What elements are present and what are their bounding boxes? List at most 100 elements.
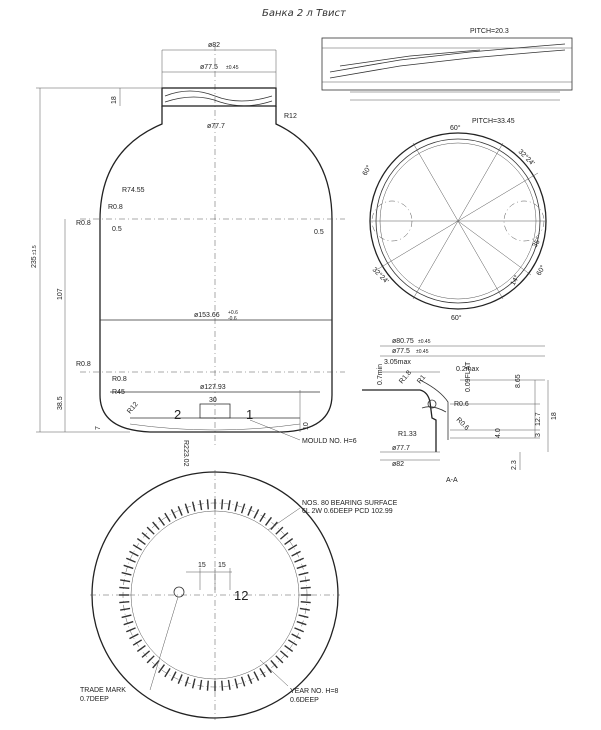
base-push-up — [129, 423, 301, 431]
year-no-note-2: 0.6DEEP — [290, 697, 319, 704]
mould-note: MOULD NO. H=6 — [302, 438, 357, 445]
dim-od77-5-tol: ±0.45 — [226, 65, 239, 71]
dim-15-b: 15 — [218, 562, 226, 569]
bearing-mark — [247, 674, 253, 684]
bearing-note-1: NOS. 80 BEARING SURFACE — [302, 500, 398, 507]
dim-7: 7 — [95, 426, 102, 430]
drawing-title: Банка 2 л Твист — [262, 8, 346, 19]
dim-body-tol-lower: -0.6 — [228, 316, 237, 322]
angle-60-top: 60° — [450, 124, 461, 132]
sec-dim-8-65: 8.65 — [515, 374, 522, 388]
thread-line-2 — [164, 96, 273, 107]
year-no-note-1: YEAR NO. H=8 — [290, 688, 339, 695]
bearing-mark — [279, 532, 289, 540]
sec-dim-r1: R1 — [416, 374, 427, 385]
base-mark-box — [199, 403, 231, 419]
bearing-mark — [123, 620, 134, 626]
bearing-mark — [126, 627, 136, 633]
bearing-mark — [146, 526, 155, 535]
bearing-mark — [275, 526, 284, 535]
sec-dim-r1-33: R1.33 — [398, 431, 417, 438]
dim-18: 18 — [111, 96, 118, 104]
bearing-mark — [120, 579, 131, 583]
bearing-mark — [191, 501, 196, 512]
sec-dim-82: ø82 — [392, 461, 404, 468]
trade-mark-leader — [149, 596, 179, 691]
bearing-mark — [240, 503, 246, 514]
bearing-mark — [259, 512, 266, 523]
bearing-mark — [121, 571, 132, 576]
neck-finish — [161, 87, 277, 107]
dim-r0-8-c: R0.8 — [76, 361, 91, 368]
dim-r223: R223.02 — [182, 440, 189, 467]
dim-r0-8-a: R0.8 — [108, 204, 123, 211]
bearing-mark — [234, 501, 239, 512]
dim-height: 235 — [31, 256, 38, 268]
dim-od127: ø127.93 — [200, 384, 226, 391]
bearing-mark — [284, 644, 294, 652]
angle-32-bottom: 32°24' — [371, 266, 391, 286]
bearing-mark — [158, 516, 166, 526]
thread-lead-2 — [329, 49, 566, 79]
bearing-mark — [247, 506, 253, 516]
bearing-mark — [206, 499, 209, 510]
pitch-bottom: PITCH=33.45 — [472, 118, 515, 125]
dim-body-tol-upper: +0.6 — [228, 310, 238, 316]
bearing-mark — [170, 509, 177, 519]
sec-dim-18: 18 — [551, 412, 558, 420]
dim-30: 30 — [209, 397, 217, 404]
angle-60-right: 60° — [535, 264, 547, 277]
bearing-mark — [221, 499, 224, 510]
bearing-mark — [294, 627, 304, 633]
dim-height-tol: ±1.5 — [32, 245, 38, 255]
dim-r74-55: R74.55 — [122, 187, 145, 194]
bearing-mark — [240, 676, 246, 687]
bearing-mark — [152, 521, 160, 531]
year-mark: 12 — [234, 588, 248, 603]
trade-mark-note-2: 0.7DEEP — [80, 696, 109, 703]
mould-mark-right: 1 — [246, 407, 253, 422]
bearing-mark — [296, 620, 307, 626]
bearing-mark — [126, 557, 136, 563]
bearing-mark — [234, 678, 239, 689]
mould-mark-left: 2 — [174, 407, 181, 422]
bearing-mark — [299, 607, 310, 611]
bearing-surface-marks — [119, 499, 311, 691]
thread-view: PITCH=20.3 PITCH=33.45 — [321, 28, 573, 125]
sec-dim-80-75: ø80.75 — [392, 338, 414, 345]
sec-dim-3-05: 3.05max — [384, 359, 411, 366]
bearing-mark — [199, 679, 203, 690]
sec-dim-80-75-tol: ±0.45 — [418, 339, 431, 345]
bearing-mark — [129, 550, 139, 557]
bearing-mark — [170, 671, 177, 681]
bearing-mark — [164, 512, 171, 523]
bearing-mark — [146, 655, 155, 664]
sec-dim-77-7: ø77.7 — [392, 445, 410, 452]
bearing-mark — [270, 659, 278, 669]
bearing-mark — [164, 667, 171, 678]
bearing-note-2: 6L 2W 0.6DEEP PCD 102.99 — [302, 508, 393, 515]
bearing-mark — [121, 614, 132, 619]
bearing-leader — [267, 507, 301, 531]
bearing-mark — [291, 633, 301, 640]
angle-35: 35° — [531, 236, 543, 249]
bearing-mark — [191, 678, 196, 689]
thread-lead-1 — [329, 43, 566, 73]
dim-od82: ø82 — [208, 42, 220, 49]
jar-outline — [99, 106, 333, 433]
section-view: ø80.75 ±0.45 ø77.5 ±0.45 3.05max 0.2max … — [362, 338, 558, 484]
bearing-mark — [287, 639, 298, 646]
bearing-mark — [227, 679, 231, 690]
angle-60-bottom: 60° — [451, 314, 462, 322]
thread-line — [164, 90, 273, 102]
bearing-mark — [291, 550, 301, 557]
trade-mark-circle — [173, 586, 185, 598]
bearing-mark — [287, 544, 298, 551]
section-label: A-A — [446, 477, 458, 484]
bearing-mark — [141, 532, 151, 540]
bearing-mark — [227, 500, 231, 511]
sec-dim-12-7: 12.7 — [535, 412, 542, 426]
bearing-mark — [184, 676, 190, 687]
bearing-mark — [184, 503, 190, 514]
